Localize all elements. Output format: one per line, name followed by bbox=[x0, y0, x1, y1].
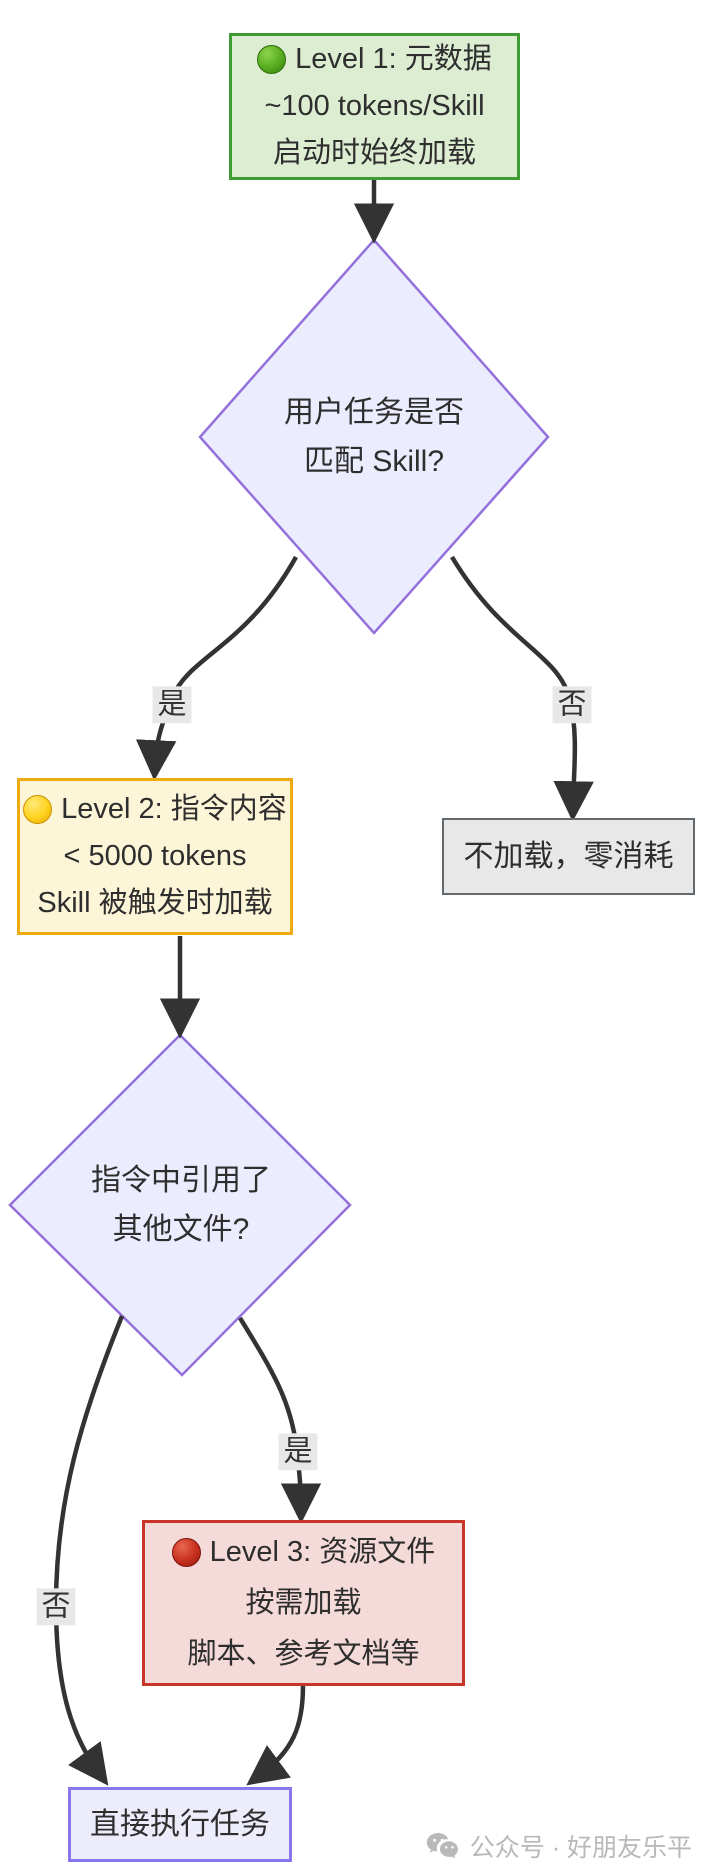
yellow-circle-icon bbox=[23, 795, 53, 824]
node-level1-line2: ~100 tokens/Skill bbox=[264, 90, 485, 122]
decision-references-files-label: 指令中引用了 其他文件? bbox=[91, 1156, 271, 1254]
node-execute-text: 直接执行任务 bbox=[90, 1808, 270, 1841]
node-level3-resources: Level 3: 资源文件 按需加载 脚本、参考文档等 bbox=[142, 1520, 465, 1686]
wechat-icon bbox=[426, 1832, 460, 1860]
node-level3-line2: 按需加载 bbox=[245, 1586, 362, 1619]
green-circle-icon bbox=[257, 45, 287, 74]
edge-label-yes-2: 是 bbox=[278, 1433, 318, 1471]
node-level3-title: Level 3: 资源文件 bbox=[209, 1535, 436, 1568]
red-circle-icon bbox=[171, 1537, 201, 1567]
node-level2-line3: Skill 被触发时加载 bbox=[37, 887, 273, 919]
decision2-line2: 其他文件? bbox=[112, 1213, 250, 1246]
decision2-line1: 指令中引用了 bbox=[91, 1164, 271, 1197]
node-level1-metadata: Level 1: 元数据 ~100 tokens/Skill 启动时始终加载 bbox=[229, 33, 520, 180]
decision1-line2: 匹配 Skill? bbox=[303, 445, 445, 478]
node-level3-line3: 脚本、参考文档等 bbox=[187, 1637, 420, 1670]
edge-decision1-no bbox=[450, 555, 594, 822]
edge-decision2-yes bbox=[238, 1316, 322, 1524]
decision-match-skill-shape bbox=[198, 238, 550, 635]
edge-decision1-yes bbox=[135, 555, 298, 781]
watermark: 公众号 · 好朋友乐平 bbox=[426, 1828, 692, 1864]
edge-label-no-1: 否 bbox=[552, 686, 592, 724]
node-level2-instructions: Level 2: 指令内容 < 5000 tokens Skill 被触发时加载 bbox=[17, 778, 293, 935]
edge-level3-to-execute bbox=[246, 1685, 306, 1786]
node-level1-title: Level 1: 元数据 bbox=[295, 43, 492, 75]
node-level2-line2: < 5000 tokens bbox=[63, 840, 247, 872]
node-execute-task: 直接执行任务 bbox=[68, 1787, 292, 1862]
edge-decision2-no bbox=[53, 1315, 125, 1786]
node-level1-line3: 启动时始终加载 bbox=[272, 137, 476, 169]
node-level2-title: Level 2: 指令内容 bbox=[61, 793, 287, 825]
decision-references-files-shape bbox=[8, 1033, 352, 1377]
decision-match-skill-label: 用户任务是否 匹配 Skill? bbox=[284, 388, 464, 486]
watermark-text: 公众号 · 好朋友乐平 bbox=[469, 1834, 692, 1862]
node-no-load: 不加载，零消耗 bbox=[442, 818, 695, 895]
node-no-load-text: 不加载，零消耗 bbox=[463, 840, 674, 873]
edge-label-yes-1: 是 bbox=[152, 686, 192, 724]
decision1-line1: 用户任务是否 bbox=[284, 396, 464, 429]
edge-label-no-2: 否 bbox=[36, 1588, 76, 1626]
